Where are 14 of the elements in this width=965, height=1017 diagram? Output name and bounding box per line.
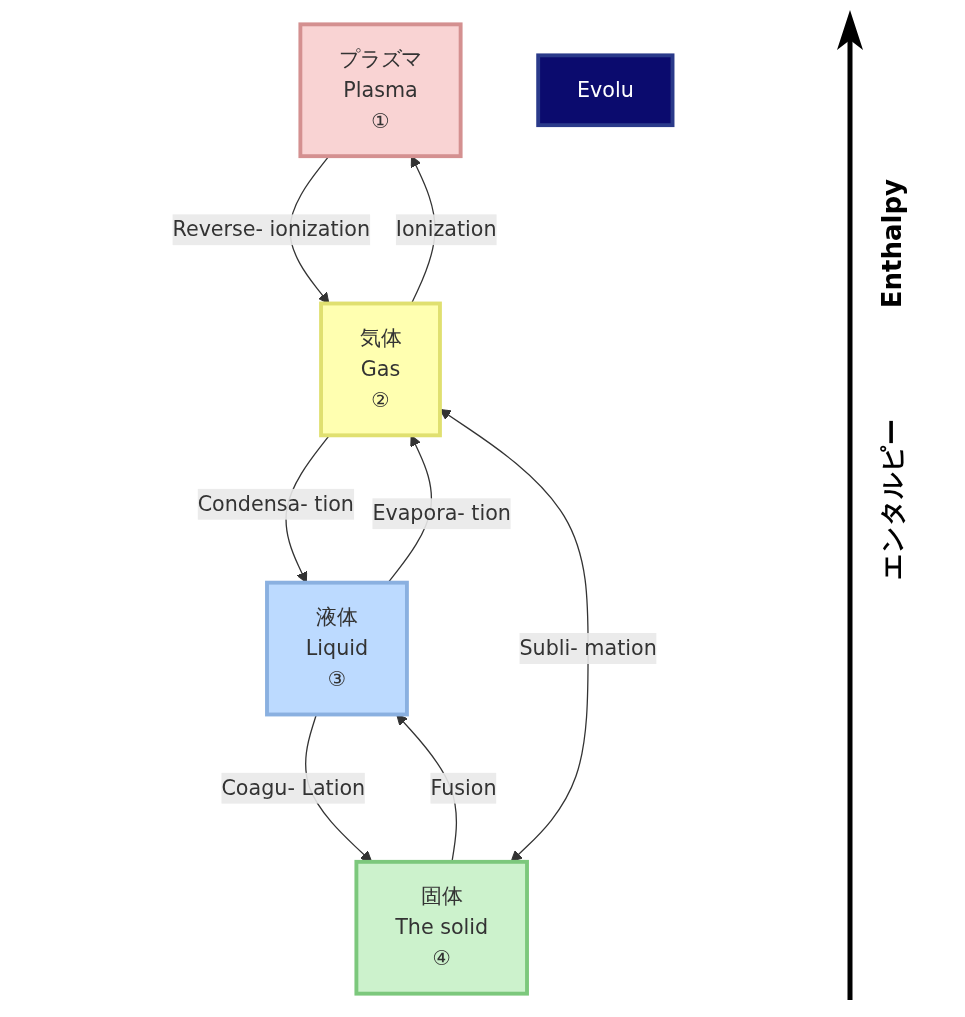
edge-label: Evapora- tion bbox=[372, 500, 511, 525]
node-box: プラズマ Plasma ① bbox=[298, 21, 463, 158]
node-box: 液体 Liquid ③ bbox=[265, 580, 409, 716]
axis-label: エンタルピー bbox=[877, 418, 907, 580]
edge-label: Ionization bbox=[395, 216, 497, 241]
edge-label: Reverse- ionization bbox=[172, 216, 371, 241]
edge-label: Condensa- tion bbox=[197, 490, 354, 516]
edge-label: Fusion bbox=[430, 774, 497, 800]
edge-label: Coagu- Lation bbox=[221, 774, 366, 800]
node-box: 気体 Gas ② bbox=[319, 301, 442, 437]
axis-label: Enthalpy bbox=[877, 178, 907, 308]
node-box: 固体 The solid ④ bbox=[354, 859, 529, 996]
node-box: Evolu bbox=[536, 52, 675, 127]
edge-label: Subli- mation bbox=[519, 635, 657, 660]
